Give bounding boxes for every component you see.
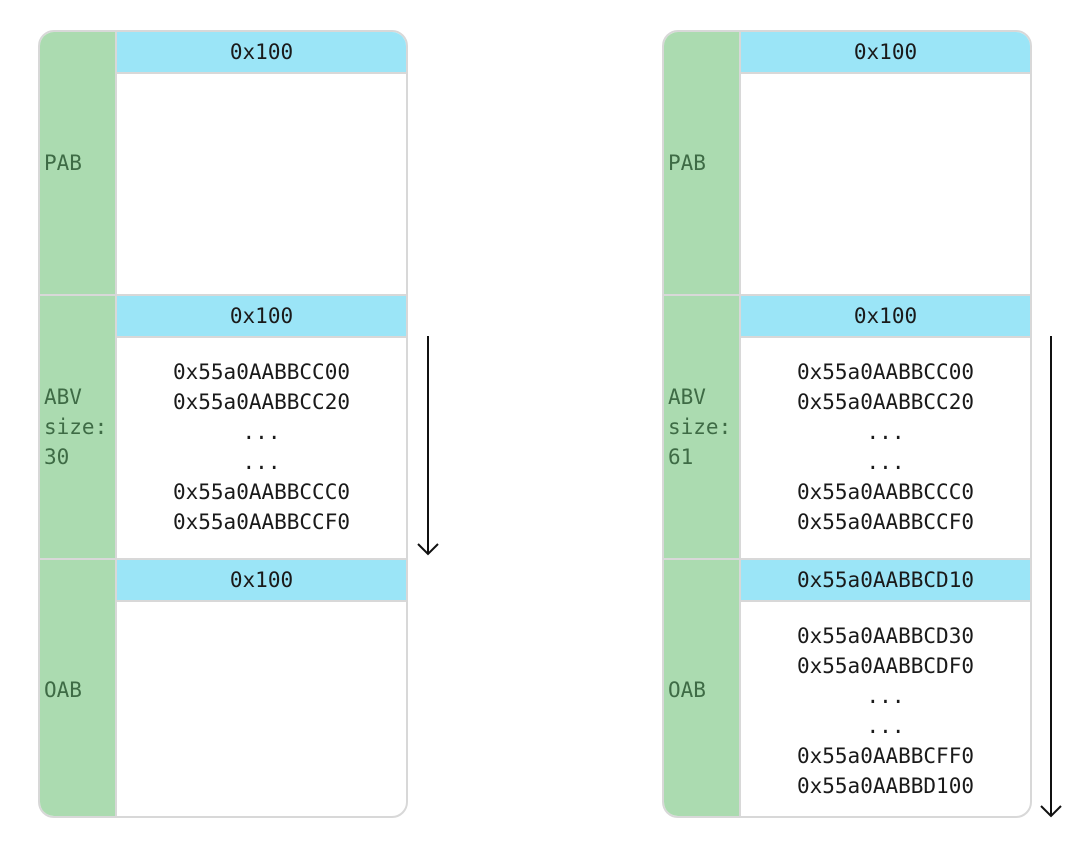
section-pab: PAB 0x100 (40, 32, 406, 294)
section-label: OAB (668, 678, 706, 702)
section-pab: PAB 0x100 (664, 32, 1030, 294)
address-entry: 0x55a0AABBCC20 (796, 390, 974, 414)
section-oab: OAB 0x100 (40, 558, 406, 816)
section-label-cell: OAB (664, 560, 741, 816)
section-content: 0x100 (117, 32, 406, 294)
address-entry: 0x55a0AABBCFF0 (796, 744, 974, 768)
section-header: 0x100 (117, 32, 406, 74)
section-header: 0x100 (741, 32, 1030, 74)
memory-diagram-left: PAB 0x100 ABV size: 30 0x100 0x55a0AABBC… (38, 30, 408, 818)
address-entry: ... (242, 450, 281, 474)
section-header: 0x100 (117, 296, 406, 338)
section-header: 0x100 (117, 560, 406, 602)
address-entry: 0x55a0AABBCD30 (796, 624, 974, 648)
address-entry: ... (242, 420, 281, 444)
address-entry: 0x55a0AABBCC00 (796, 360, 974, 384)
address-list: 0x55a0AABBCC00 0x55a0AABBCC20 ... ... 0x… (117, 338, 406, 537)
address-list: 0x55a0AABBCC00 0x55a0AABBCC20 ... ... 0x… (741, 338, 1030, 537)
address-entry: 0x55a0AABBD100 (796, 774, 974, 798)
section-label-cell: OAB (40, 560, 117, 816)
address-entry: ... (866, 684, 905, 708)
address-entry: 0x55a0AABBCDF0 (796, 654, 974, 678)
address-entry: 0x55a0AABBCCC0 (172, 480, 350, 504)
section-header: 0x55a0AABBCD10 (741, 560, 1030, 602)
down-arrow-right (1040, 336, 1062, 818)
section-abv: ABV size: 61 0x100 0x55a0AABBCC00 0x55a0… (664, 294, 1030, 558)
address-entry: ... (866, 450, 905, 474)
section-label-cell: ABV size: 30 (40, 296, 117, 558)
section-content: 0x100 (117, 560, 406, 816)
memory-diagram-right: PAB 0x100 ABV size: 61 0x100 0x55a0AABBC… (662, 30, 1032, 818)
section-header: 0x100 (741, 296, 1030, 338)
section-label: ABV size: 30 (44, 385, 108, 469)
address-entry: 0x55a0AABBCC20 (172, 390, 350, 414)
address-list: 0x55a0AABBCD30 0x55a0AABBCDF0 ... ... 0x… (741, 602, 1030, 801)
section-oab: OAB 0x55a0AABBCD10 0x55a0AABBCD30 0x55a0… (664, 558, 1030, 816)
section-content: 0x100 0x55a0AABBCC00 0x55a0AABBCC20 ... … (117, 296, 406, 558)
address-entry: 0x55a0AABBCCF0 (172, 510, 350, 534)
section-label: PAB (668, 151, 706, 175)
address-entry: 0x55a0AABBCCF0 (796, 510, 974, 534)
section-label: ABV size: 61 (668, 385, 732, 469)
address-entry: 0x55a0AABBCC00 (172, 360, 350, 384)
section-content: 0x100 0x55a0AABBCC00 0x55a0AABBCC20 ... … (741, 296, 1030, 558)
address-entry: ... (866, 420, 905, 444)
section-label-cell: PAB (40, 32, 117, 294)
section-content: 0x55a0AABBCD10 0x55a0AABBCD30 0x55a0AABB… (741, 560, 1030, 816)
section-label: PAB (44, 151, 82, 175)
down-arrow-left (417, 336, 439, 556)
section-content: 0x100 (741, 32, 1030, 294)
section-abv: ABV size: 30 0x100 0x55a0AABBCC00 0x55a0… (40, 294, 406, 558)
address-entry: 0x55a0AABBCCC0 (796, 480, 974, 504)
address-entry: ... (866, 714, 905, 738)
section-label-cell: ABV size: 61 (664, 296, 741, 558)
section-label-cell: PAB (664, 32, 741, 294)
section-label: OAB (44, 678, 82, 702)
